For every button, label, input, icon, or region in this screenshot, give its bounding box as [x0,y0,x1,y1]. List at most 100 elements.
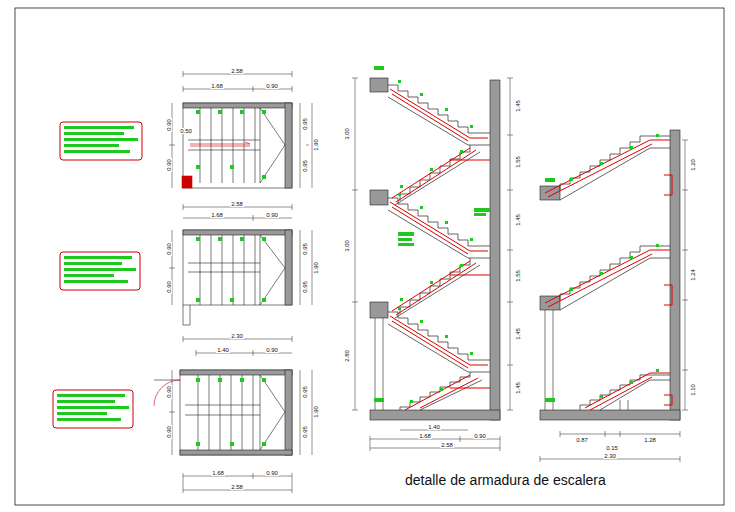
note-box [53,122,142,428]
rebar-dots [474,208,490,212]
dimension-lines [169,103,312,188]
rebar-dots [196,110,266,446]
dimension-lines [183,473,292,493]
rebar-dots [218,110,222,114]
note-bars [57,126,138,421]
stair-steps [560,258,670,310]
rebar [405,375,478,410]
rebar-dots [218,378,222,382]
rebar [390,89,488,141]
note-bars [64,144,119,147]
dimension-lines [183,71,292,92]
dimension-text: 0.90 [265,470,279,476]
stair-section [375,318,383,410]
rebar [545,140,670,197]
rebar-dots [545,398,555,402]
dimension-text: 1.68 [210,83,224,89]
stair-section [540,186,560,200]
stair-plan [180,370,292,455]
rebar-dots [630,256,633,259]
rebar-dots [398,80,401,83]
stair-plan [154,370,292,455]
note-bars [57,406,129,409]
note-bars [57,400,115,403]
dimension-lines [540,431,680,462]
rebar-dots [656,134,659,137]
caption: detalle de armadura de escalera [405,472,606,488]
stair-plan [183,103,292,188]
dimension-text: 0.90 [265,83,279,89]
stair-plan [180,370,292,375]
stair-section [490,80,500,420]
dimension-text: 2.30 [603,453,617,459]
rebar-dots [240,237,244,241]
dimension-text: 0.95 [302,280,308,294]
stair-plan [183,230,292,325]
rebar-dots [600,162,603,165]
dimension-text: 1.68 [210,212,224,218]
stair-plan [285,370,292,455]
rebar [664,175,672,405]
stair-section [540,130,680,420]
dimension-text: 0.95 [302,385,308,399]
rebar-dots [570,178,573,181]
rebar [585,373,670,410]
stair-plan [188,235,285,305]
stair-plan [154,380,180,406]
dimension-lines [169,370,312,455]
stair-plan [183,103,292,108]
stair-steps [600,380,670,410]
stair-plan [285,103,292,188]
rebar [390,202,488,254]
stair-plan [182,103,292,188]
dimension-text: 2.30 [230,333,244,339]
rebar-dots [262,442,266,446]
note-bars [64,126,134,129]
rebar-dots [420,93,423,96]
rebar [545,250,670,307]
dimension-text: 2.58 [230,68,244,74]
dimension-lines [682,140,688,410]
rebar-dots [218,237,222,241]
stair-plan [182,176,192,188]
rebar [392,148,476,202]
stair-section [370,78,388,92]
rebar-dots [230,165,234,169]
stair-plan [188,108,285,183]
dimension-text: 0.90 [166,158,172,172]
rebar-dots [374,398,384,402]
rebar-dots [262,298,266,302]
rebar-dots [656,369,659,372]
rebar-dots [398,193,401,196]
note-bars [64,138,138,141]
rebar [390,89,490,410]
rebar-dots [600,272,603,275]
stair-section [670,130,680,420]
dimension-text: 3.00 [344,239,350,253]
rebar-dots [262,378,266,382]
stair-section [540,410,680,420]
dimension-lines [183,336,292,356]
dimension-text: 0.90 [166,425,172,439]
stair-section [370,410,500,420]
dimension-text: 1.10 [690,383,696,397]
rebar [450,160,490,388]
stair-steps [420,380,482,410]
dimension-lines [352,78,358,410]
rebar-dots [398,238,412,241]
rebar-dots [470,352,473,355]
dimension-text: 0.90 [166,280,172,294]
dimension-text: 1.90 [313,138,319,152]
note-bars [64,132,124,135]
dimension-text: 0.87 [575,437,589,443]
dimension-text: 0.90 [265,347,279,353]
rebar [545,140,672,410]
dimension-text: 1.20 [690,158,696,172]
stair-plan [185,375,285,450]
rebar-dots [230,442,234,446]
stair-section [545,310,628,410]
dimension-lines [507,78,513,410]
rebar-dots [196,165,200,169]
rebar-dots [410,400,413,403]
dimension-text: 0.95 [302,242,308,256]
